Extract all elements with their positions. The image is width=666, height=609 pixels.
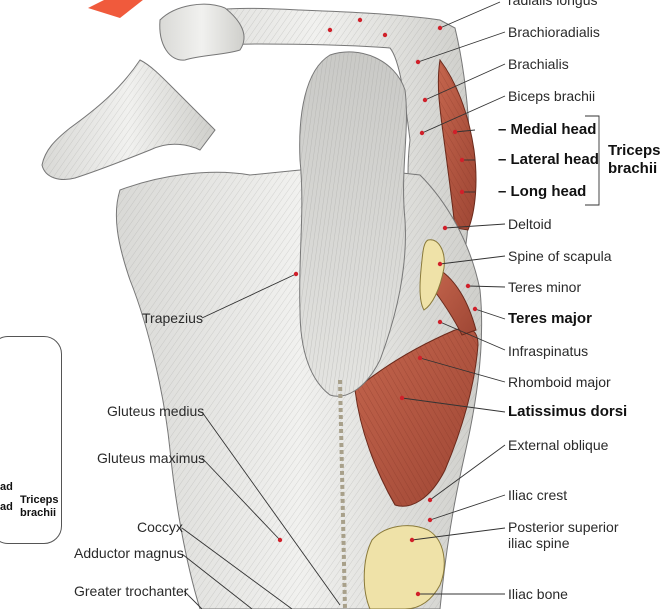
iliac-bone [363, 525, 445, 609]
label-trapezius: Trapezius [142, 310, 203, 326]
label-brachialis: Brachialis [508, 56, 569, 72]
label-infraspinatus: Infraspinatus [508, 343, 589, 359]
label-triceps-brachii: Triceps brachii [608, 142, 661, 177]
label-posterior-superior-iliac-spine: Posterior superior iliac spine [508, 519, 619, 551]
direction-arrow [88, 0, 143, 18]
inset-panel [0, 336, 62, 544]
label-gluteus-medius: Gluteus medius [107, 403, 205, 419]
label-iliac-crest: Iliac crest [508, 487, 568, 503]
label-greater-trochanter: Greater trochanter [74, 583, 189, 599]
label-gluteus-maximus: Gluteus maximus [97, 450, 206, 466]
label-external-oblique: External oblique [508, 437, 609, 453]
inset-fragment-1: ad [0, 481, 13, 493]
label-adductor-magnus: Adductor magnus [74, 545, 184, 561]
label-teres-major: Teres major [508, 310, 592, 327]
label-long-head: – Long head [498, 183, 587, 200]
label-brachioradialis: Brachioradialis [508, 24, 600, 40]
label-spine-of-scapula: Spine of scapula [508, 248, 612, 264]
label-iliac-bone: Iliac bone [508, 586, 568, 602]
inset-fragment-2: ad [0, 501, 13, 513]
label-radialis-longus: radialis longus [508, 0, 598, 8]
leader-lines-right [401, 1, 600, 595]
label-teres-minor: Teres minor [508, 279, 582, 295]
label-deltoid: Deltoid [508, 216, 552, 232]
spine-line [338, 379, 347, 609]
label-medial-head: – Medial head [498, 121, 597, 138]
label-biceps-brachii: Biceps brachii [508, 88, 596, 104]
label-coccyx: Coccyx [137, 519, 183, 535]
inset-triceps-label: Triceps brachii [20, 494, 59, 519]
leader-lines-left [181, 273, 341, 609]
label-lateral-head: – Lateral head [498, 151, 599, 168]
marker-dots [277, 17, 478, 597]
label-rhomboid-major: Rhomboid major [508, 374, 611, 390]
teres-major-muscle [429, 269, 477, 336]
hand [159, 3, 245, 61]
label-latissimus-dorsi: Latissimus dorsi [508, 403, 628, 420]
scapula-bone [419, 239, 445, 311]
